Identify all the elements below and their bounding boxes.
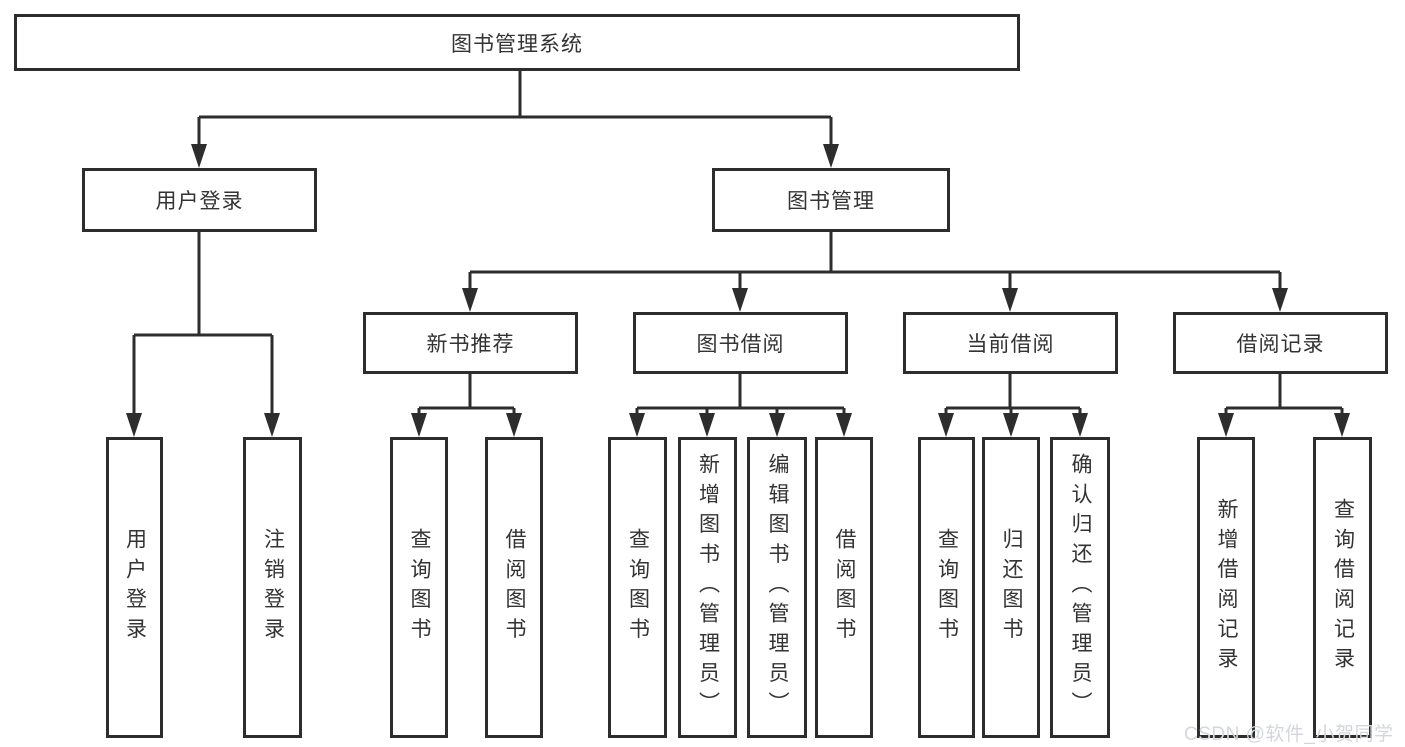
arrowhead	[699, 413, 715, 437]
leaf-borrow-borrow-books: 借阅图书	[815, 437, 873, 738]
arrowhead	[506, 413, 522, 437]
leaf-borrow-edit-books-admin: 编辑图书（管理员）	[747, 437, 807, 738]
arrowhead	[1003, 413, 1019, 437]
leaf-user-login: 用户登录	[106, 437, 163, 738]
arrowhead	[1002, 288, 1018, 312]
arrowhead	[411, 413, 427, 437]
leaf-newbook-borrow-books: 借阅图书	[485, 437, 543, 738]
node-borrowing-records: 借阅记录	[1173, 312, 1388, 374]
arrowhead	[264, 413, 280, 437]
edge-borrow-record-to-children	[1218, 374, 1350, 437]
arrowhead	[1272, 288, 1288, 312]
edge-new-book-to-children	[411, 374, 522, 437]
edge-root-to-level2	[191, 71, 839, 168]
edge-book-management-to-level3	[462, 232, 1288, 312]
arrowhead	[1218, 413, 1234, 437]
arrowhead	[126, 413, 142, 437]
leaf-logout-login: 注销登录	[243, 437, 302, 738]
arrowhead	[823, 144, 839, 168]
leaf-borrow-add-books-admin: 新增图书（管理员）	[678, 437, 737, 738]
arrowhead	[462, 288, 478, 312]
arrowhead	[938, 413, 954, 437]
edge-user-login-to-children	[126, 232, 280, 437]
arrowhead	[732, 288, 748, 312]
leaf-current-return-books: 归还图书	[982, 437, 1040, 738]
arrowhead	[836, 413, 852, 437]
arrowhead	[629, 413, 645, 437]
leaf-record-query-borrow-record: 查询借阅记录	[1313, 437, 1372, 738]
edge-book-borrow-to-children	[629, 374, 852, 437]
arrowhead	[769, 413, 785, 437]
node-current-borrowing: 当前借阅	[903, 312, 1118, 374]
leaf-current-query-books: 查询图书	[918, 437, 975, 738]
leaf-current-confirm-return-admin: 确认归还（管理员）	[1050, 437, 1110, 738]
leaf-borrow-query-books: 查询图书	[608, 437, 667, 738]
node-new-book-recommendation: 新书推荐	[363, 312, 578, 374]
arrowhead	[1072, 413, 1088, 437]
node-library-management-system: 图书管理系统	[14, 14, 1020, 71]
arrowhead	[1334, 413, 1350, 437]
leaf-record-add-borrow-record: 新增借阅记录	[1197, 437, 1255, 738]
node-user-login: 用户登录	[82, 168, 317, 232]
leaf-newbook-query-books: 查询图书	[390, 437, 448, 738]
watermark: CSDN @软件_小贺同学	[1184, 724, 1394, 745]
edge-current-borrow-to-children	[938, 374, 1088, 437]
node-book-borrowing: 图书借阅	[633, 312, 848, 374]
arrowhead	[191, 144, 207, 168]
node-book-management: 图书管理	[712, 168, 950, 232]
